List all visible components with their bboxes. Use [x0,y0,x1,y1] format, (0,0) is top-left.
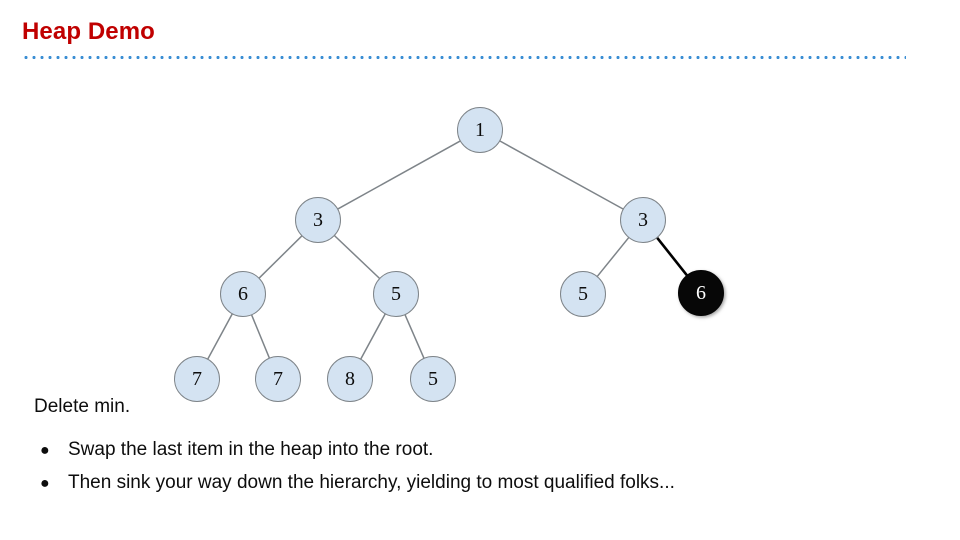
tree-edge [404,313,425,360]
tree-edge [336,140,462,210]
lead-text: Delete min. [34,396,131,417]
tree-node[interactable]: 3 [620,197,666,243]
bullet-point-icon: ● [40,442,50,459]
tree-edge [206,312,234,361]
tree-node[interactable]: 5 [560,271,606,317]
tree-edge [250,314,271,359]
tree-node[interactable]: 7 [255,356,301,402]
tree-node[interactable]: 5 [373,271,419,317]
tree-node[interactable]: 7 [174,356,220,402]
heap-tree-diagram: 1 3 3 6 5 5 6 7 7 8 5 [0,70,960,402]
tree-node[interactable]: 5 [410,356,456,402]
tree-edge [333,234,381,280]
bullet-text: Then sink your way down the hierarchy, y… [68,472,675,493]
tree-node[interactable]: 6 [220,271,266,317]
bullet-item: ● Then sink your way down the hierarchy, … [40,472,675,494]
page-title: Heap Demo [22,18,155,45]
tree-node-label: 6 [238,283,248,305]
tree-node-label: 8 [345,368,355,390]
tree-edge [596,236,630,278]
tree-node-label: 7 [273,368,283,390]
tree-edge [498,139,625,211]
tree-node-label: 3 [313,209,323,231]
tree-edges-layer [206,139,689,361]
tree-edge [359,312,387,361]
tree-node-label: 1 [475,119,485,141]
tree-edge [258,234,303,280]
tree-node[interactable]: 8 [327,356,373,402]
tree-node-label: 5 [428,368,438,390]
tree-node-label: 6 [696,282,706,304]
tree-node-label: 5 [391,283,401,305]
title-divider [22,56,906,59]
bullet-text: Swap the last item in the heap into the … [68,439,434,460]
bullet-point-icon: ● [40,475,50,492]
tree-node-highlighted[interactable]: 6 [678,270,724,316]
tree-node[interactable]: 3 [295,197,341,243]
tree-node[interactable]: 1 [457,107,503,153]
bullet-item: ● Swap the last item in the heap into the… [40,439,433,461]
tree-node-label: 3 [638,209,648,231]
tree-node-label: 5 [578,283,588,305]
tree-node-label: 7 [192,368,202,390]
tree-edge-highlighted [655,236,689,277]
